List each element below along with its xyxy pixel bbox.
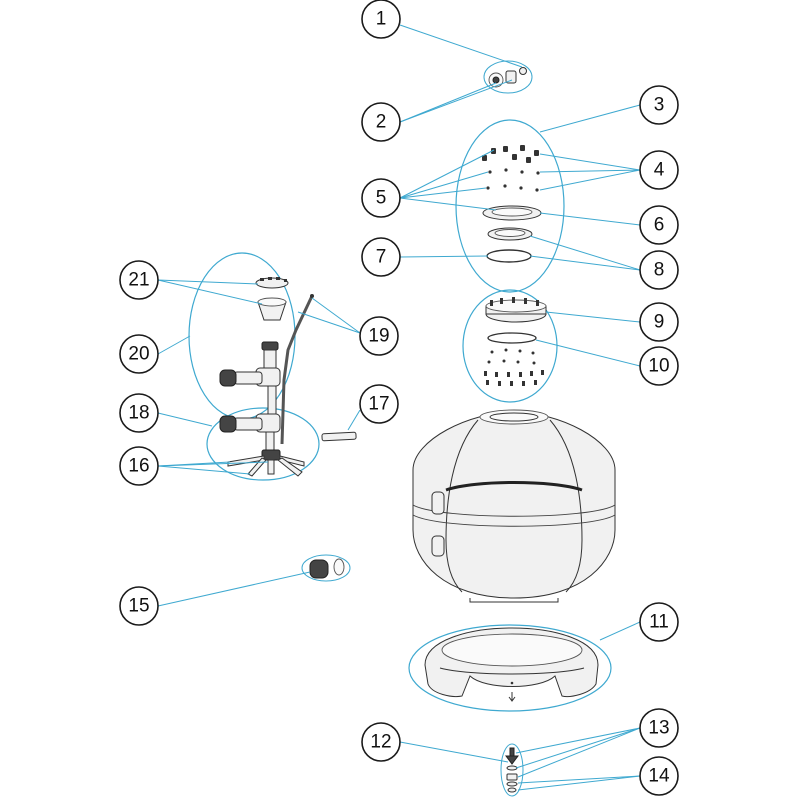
callout-5: 5 [361, 178, 401, 218]
callout-12: 12 [361, 722, 401, 762]
lateral-arms-group [206, 407, 320, 481]
callout-17: 17 [359, 384, 399, 424]
lateral-arms-part [227, 431, 305, 477]
svg-text:3: 3 [654, 95, 665, 116]
lid-flange-part [482, 205, 542, 221]
leader-lines [157, 24, 641, 791]
svg-text:17: 17 [368, 394, 389, 415]
svg-text:15: 15 [128, 596, 149, 617]
svg-text:21: 21 [128, 270, 149, 291]
callout-2: 2 [361, 102, 401, 142]
callout-13: 13 [639, 708, 679, 748]
svg-text:16: 16 [128, 456, 149, 477]
spare-lateral-part [321, 431, 357, 442]
diffuser-part [255, 277, 289, 321]
svg-text:18: 18 [128, 403, 149, 424]
callout-9: 9 [639, 302, 679, 342]
svg-text:1: 1 [376, 9, 387, 30]
collector-assembly-group [462, 289, 558, 403]
svg-text:5: 5 [376, 188, 387, 209]
callout-10: 10 [639, 346, 679, 386]
filter-tank-part [412, 409, 616, 603]
air-vent-tube-part [280, 295, 314, 445]
drain-plug-part [500, 743, 524, 797]
svg-text:19: 19 [368, 326, 389, 347]
svg-text:13: 13 [648, 718, 669, 739]
callout-16: 16 [119, 446, 159, 486]
callout-11: 11 [639, 602, 679, 642]
collector-o-ring-part [484, 332, 544, 386]
svg-text:8: 8 [654, 260, 665, 281]
callout-19: 19 [359, 316, 399, 356]
callout-8: 8 [639, 250, 679, 290]
svg-text:12: 12 [370, 732, 391, 753]
callout-14: 14 [639, 756, 679, 796]
callout-7: 7 [361, 237, 401, 277]
svg-text:14: 14 [648, 766, 670, 787]
svg-text:20: 20 [128, 344, 149, 365]
lid-cover-part [487, 227, 533, 241]
svg-text:6: 6 [654, 215, 665, 236]
callout-21: 21 [119, 260, 159, 300]
union-connector-part [301, 554, 351, 582]
lid-o-ring-part [486, 249, 532, 263]
svg-text:10: 10 [648, 356, 669, 377]
lid-assembly-group [455, 119, 565, 293]
callout-18: 18 [119, 393, 159, 433]
callout-6: 6 [639, 205, 679, 245]
svg-text:9: 9 [654, 312, 665, 333]
svg-text:2: 2 [376, 112, 387, 133]
callout-1: 1 [361, 0, 401, 39]
svg-text:7: 7 [376, 247, 387, 268]
callout-4: 4 [639, 150, 679, 190]
tank-base-part [424, 627, 599, 702]
lid-screws-part [482, 145, 540, 192]
svg-text:4: 4 [654, 160, 665, 181]
callout-3: 3 [639, 85, 679, 125]
callout-15: 15 [119, 586, 159, 626]
callout-20: 20 [119, 334, 159, 374]
base-group [408, 624, 612, 712]
collector-head-part [485, 297, 547, 323]
svg-text:11: 11 [649, 612, 669, 633]
central-pipe-part [219, 341, 281, 433]
